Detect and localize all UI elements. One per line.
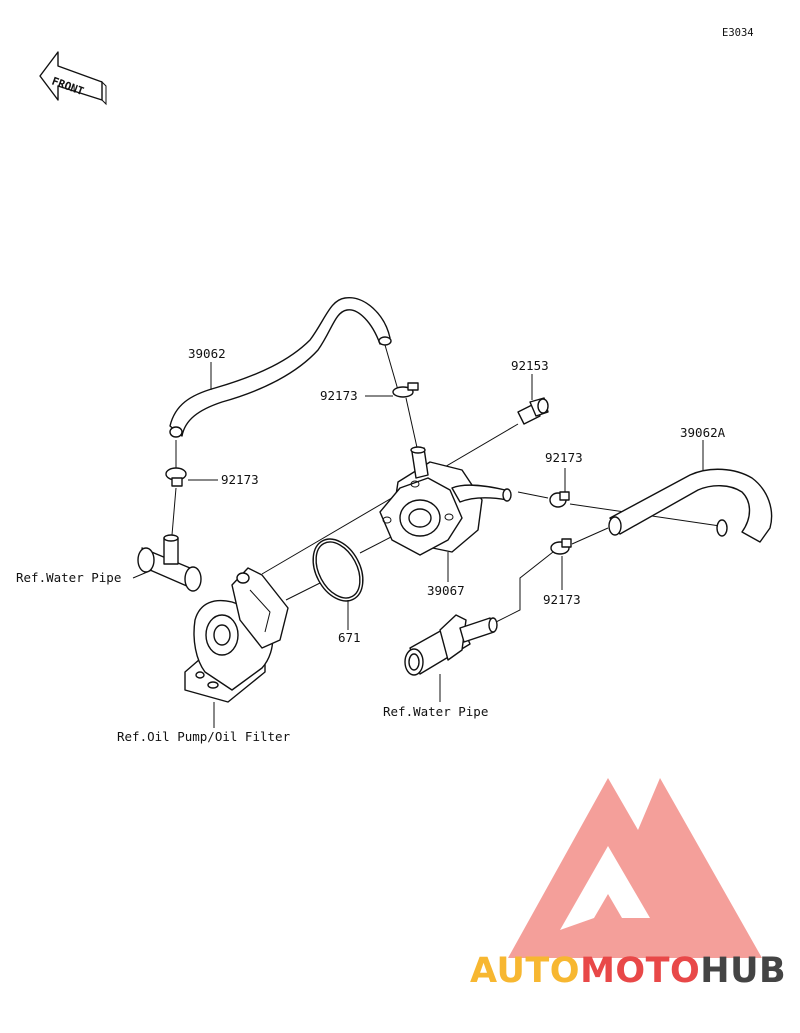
water-pipe-left — [137, 534, 202, 592]
watermark-auto: AUTO — [470, 951, 580, 991]
label-671: 671 — [338, 630, 361, 645]
hose-39062[interactable] — [169, 297, 392, 438]
label-92173-mid: 92173 — [545, 450, 583, 465]
label-92173-low: 92173 — [543, 592, 581, 607]
bolt-92153[interactable] — [517, 397, 549, 425]
water-pipe-right — [404, 614, 498, 676]
clamp-92173-left[interactable] — [165, 467, 187, 487]
label-water-pipe-right: Ref.Water Pipe — [383, 704, 488, 719]
leader-low-pipe — [491, 551, 554, 625]
watermark-hub: HUB — [700, 951, 786, 991]
label-39062: 39062 — [188, 346, 226, 361]
label-oil-pump: Ref.Oil Pump/Oil Filter — [117, 729, 291, 744]
label-92173-top: 92173 — [320, 388, 358, 403]
oring-671[interactable] — [303, 531, 373, 610]
watermark-text: AUTOMOTOHUB — [470, 951, 786, 991]
diagram-code: E3034 — [722, 27, 754, 39]
leader-clamp-low-hose — [571, 527, 609, 545]
front-arrow-icon: FRONT — [39, 51, 107, 106]
oil-pump-housing — [184, 567, 289, 703]
clamp-92173-top[interactable] — [392, 382, 419, 398]
label-water-pipe-left: Ref.Water Pipe — [16, 570, 121, 585]
oil-cooler-39067[interactable] — [379, 446, 512, 556]
label-92173-left: 92173 — [221, 472, 259, 487]
clamp-92173-mid[interactable] — [549, 491, 570, 508]
leader-hose-top — [384, 344, 399, 391]
label-39062a: 39062A — [680, 425, 726, 440]
clamp-92173-low[interactable] — [550, 538, 572, 555]
watermark-logo-icon — [508, 778, 762, 958]
leader-cooler-top — [405, 397, 419, 453]
leader-pipe-left — [171, 487, 177, 536]
leader-water-pipe-left — [132, 569, 153, 579]
leader-cooler-clamp — [517, 491, 549, 499]
label-39067: 39067 — [427, 583, 465, 598]
label-92153: 92153 — [511, 358, 549, 373]
watermark-moto: MOTO — [580, 951, 700, 991]
hose-39062a[interactable] — [608, 468, 773, 543]
